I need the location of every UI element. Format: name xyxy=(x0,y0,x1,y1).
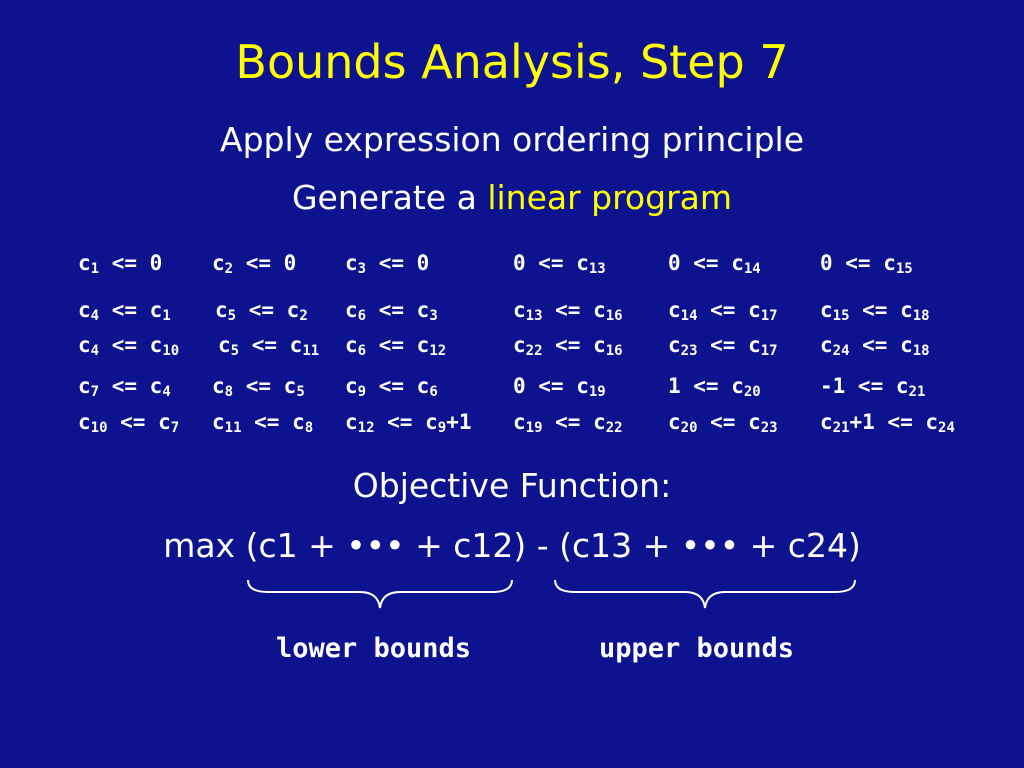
constraint: c14 <= c17 xyxy=(668,298,778,324)
constraint: c11 <= c8 xyxy=(212,410,314,436)
subtitle-highlight: linear program xyxy=(487,178,733,217)
constraint: -1 <= c21 xyxy=(820,374,926,400)
constraint: 0 <= c19 xyxy=(513,374,606,400)
constraint: c13 <= c16 xyxy=(513,298,623,324)
upper-bounds-label: upper bounds xyxy=(599,633,795,664)
constraint: c5 <= c11 xyxy=(218,333,320,359)
constraint: c20 <= c23 xyxy=(668,410,778,436)
subtitle-ordering-principle: Apply expression ordering principle xyxy=(220,120,804,159)
constraint: c4 <= c1 xyxy=(78,298,171,324)
constraint: c10 <= c7 xyxy=(78,410,180,436)
constraint: c5 <= c2 xyxy=(215,298,308,324)
constraint: c6 <= c3 xyxy=(345,298,438,324)
constraint: c19 <= c22 xyxy=(513,410,623,436)
bound-braces xyxy=(247,579,856,609)
constraint: c8 <= c5 xyxy=(212,374,305,400)
constraint: 1 <= c20 xyxy=(668,374,761,400)
slide-title: Bounds Analysis, Step 7 xyxy=(235,35,789,89)
objective-function-label: Objective Function: xyxy=(352,466,672,505)
lower-bounds-label: lower bounds xyxy=(276,633,472,664)
constraint: c2 <= 0 xyxy=(212,251,297,277)
constraint: c3 <= 0 xyxy=(345,251,430,277)
constraint: c22 <= c16 xyxy=(513,333,623,359)
upper-bounds-brace xyxy=(554,579,856,609)
constraint: 0 <= c15 xyxy=(820,251,913,277)
constraint: c23 <= c17 xyxy=(668,333,778,359)
constraint: c21+1 <= c24 xyxy=(820,410,955,436)
constraint: c9 <= c6 xyxy=(345,374,438,400)
constraint: c4 <= c10 xyxy=(78,333,180,359)
constraint: c24 <= c18 xyxy=(820,333,930,359)
constraint: 0 <= c14 xyxy=(668,251,761,277)
subtitle-prefix: Generate a xyxy=(291,178,488,217)
constraint: c1 <= 0 xyxy=(78,251,163,277)
objective-expression: max (c1 + ••• + c12) - (c13 + ••• + c24) xyxy=(163,526,861,565)
constraint: c15 <= c18 xyxy=(820,298,930,324)
constraint: c7 <= c4 xyxy=(78,374,171,400)
lower-bounds-brace xyxy=(247,579,513,609)
constraint: c12 <= c9+1 xyxy=(345,410,472,436)
constraint: c6 <= c12 xyxy=(345,333,447,359)
subtitle-generate-linear-program: Generate a linear program xyxy=(0,178,1024,218)
constraint: 0 <= c13 xyxy=(513,251,606,277)
